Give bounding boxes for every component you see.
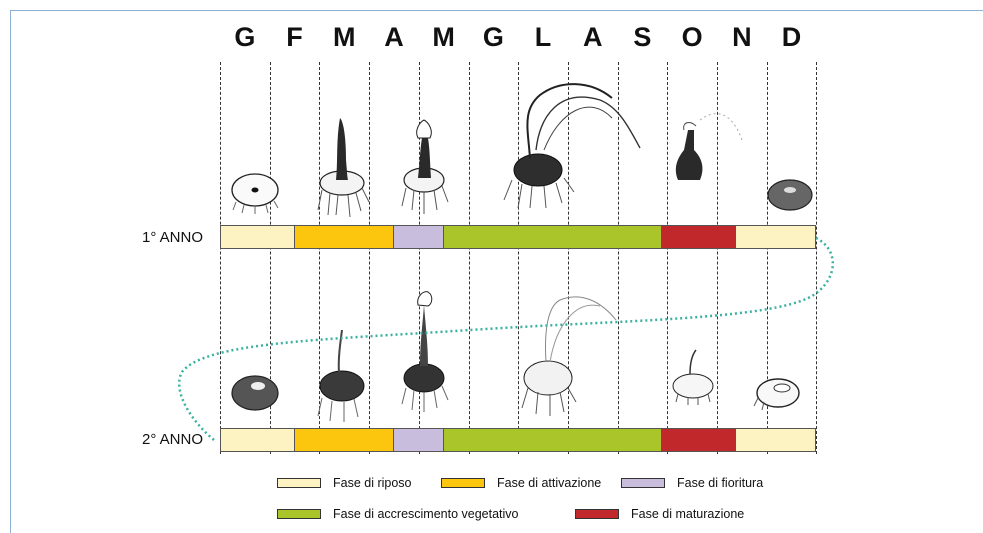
- phase-segment-fioritura: [394, 226, 444, 248]
- flowering-corm-icon: [402, 120, 448, 214]
- phase-segment-riposo: [736, 429, 815, 451]
- sprouting-corm-icon: [318, 330, 364, 422]
- year-1-label: 1° ANNO: [142, 229, 203, 246]
- legend-item-accrescimento: Fase di accrescimento vegetativo: [277, 507, 519, 521]
- legend-item-maturazione: Fase di maturazione: [575, 507, 744, 521]
- legend-label-attivazione: Fase di attivazione: [497, 476, 601, 490]
- phase-bar-year-1: [220, 225, 816, 249]
- legend-item-attivazione: Fase di attivazione: [441, 476, 601, 490]
- corm-icon: [232, 174, 278, 214]
- phase-bar-year-2: [220, 428, 816, 452]
- leafy-corm-icon: [522, 297, 616, 416]
- phase-segment-attivazione: [295, 226, 394, 248]
- phase-segment-maturazione: [662, 226, 736, 248]
- phase-segment-accrescimento: [444, 429, 662, 451]
- phase-segment-riposo: [221, 429, 295, 451]
- legend-swatch-attivazione: [441, 478, 485, 488]
- legend-swatch-maturazione: [575, 509, 619, 519]
- legend-label-riposo: Fase di riposo: [333, 476, 412, 490]
- phase-segment-riposo: [736, 226, 815, 248]
- leafy-corm-icon: [504, 84, 640, 208]
- legend-label-maturazione: Fase di maturazione: [631, 507, 744, 521]
- legend-item-riposo: Fase di riposo: [277, 476, 412, 490]
- year-2-label: 2° ANNO: [142, 431, 203, 448]
- legend-label-fioritura: Fase di fioritura: [677, 476, 763, 490]
- sprouting-corm-icon: [676, 114, 742, 180]
- legend-swatch-accrescimento: [277, 509, 321, 519]
- corm-icon: [754, 379, 799, 410]
- corm-icon: [673, 350, 713, 405]
- legend-swatch-fioritura: [621, 478, 665, 488]
- legend-swatch-riposo: [277, 478, 321, 488]
- phase-segment-riposo: [221, 226, 295, 248]
- legend-item-fioritura: Fase di fioritura: [621, 476, 763, 490]
- corm-icon: [232, 376, 278, 410]
- flowering-corm-icon: [402, 292, 448, 412]
- sprouting-corm-icon: [318, 118, 369, 217]
- dotted-connector: [179, 238, 833, 440]
- phase-segment-accrescimento: [444, 226, 662, 248]
- legend-label-accrescimento: Fase di accrescimento vegetativo: [333, 507, 519, 521]
- phase-segment-maturazione: [662, 429, 736, 451]
- corm-icon: [768, 180, 812, 210]
- phase-segment-fioritura: [394, 429, 444, 451]
- phase-segment-attivazione: [295, 429, 394, 451]
